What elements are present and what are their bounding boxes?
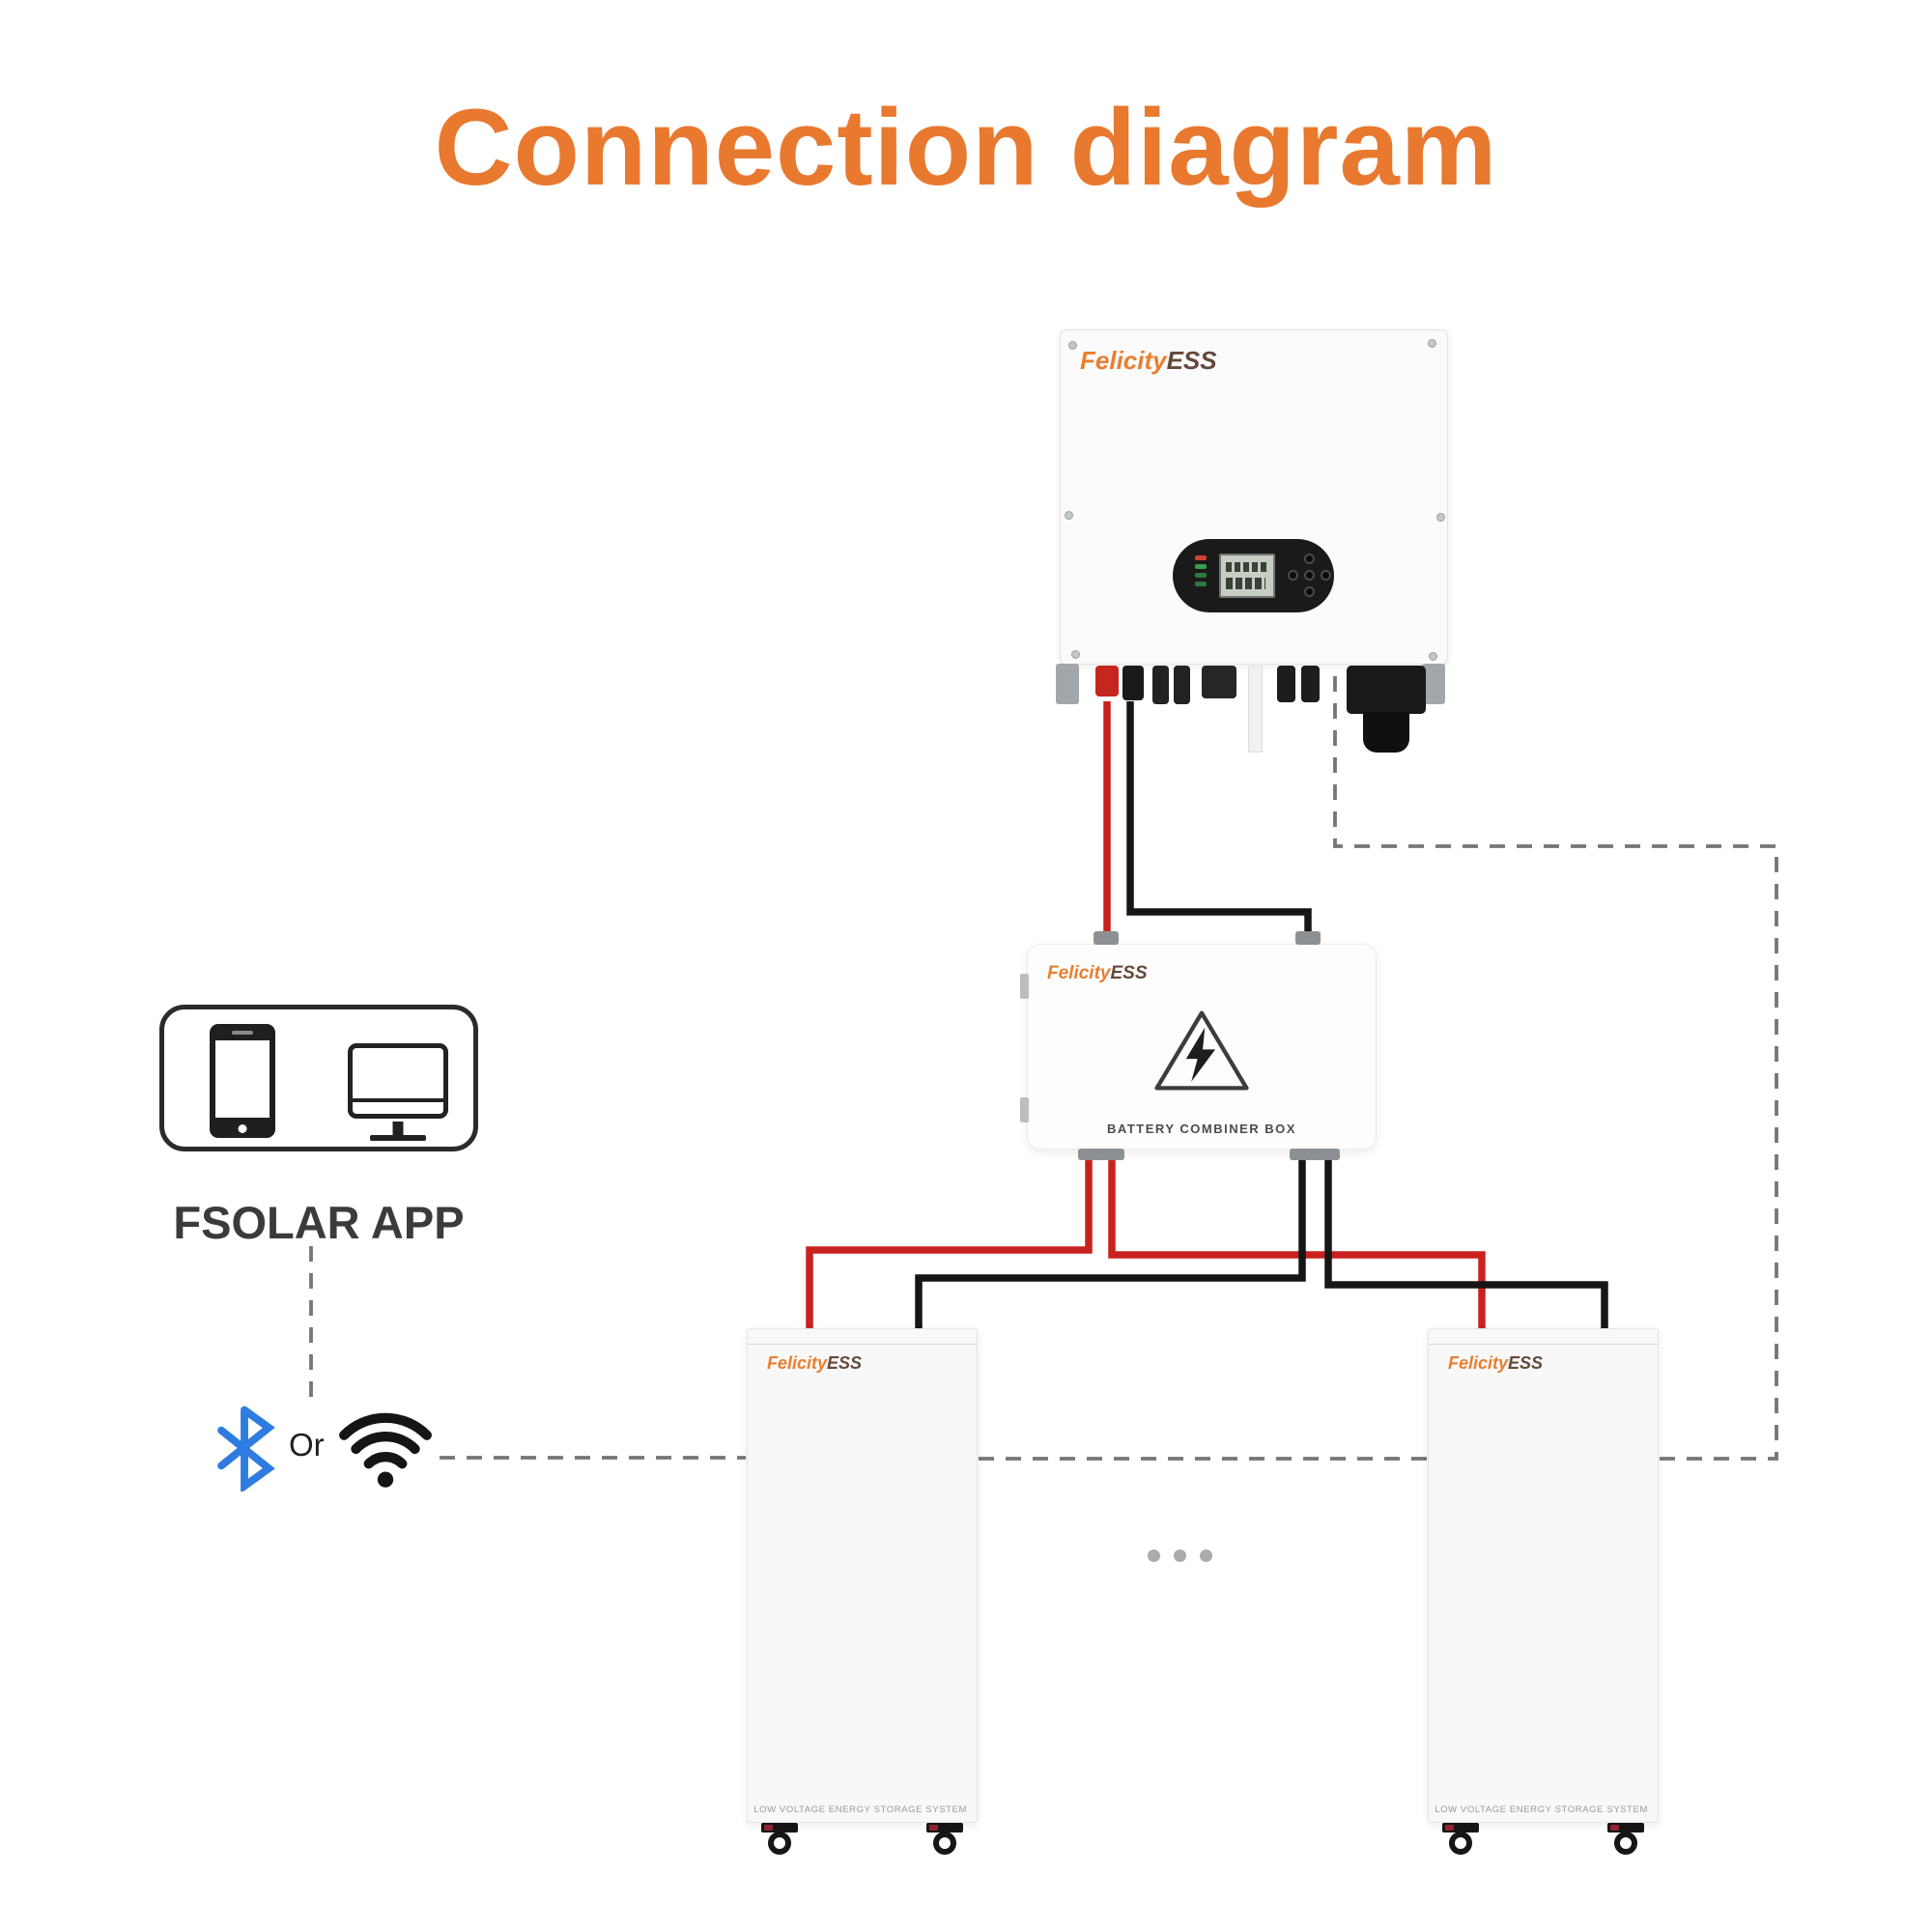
battery-unit-left: FelicityESS LOW VOLTAGE ENERGY STORAGE S… <box>747 1328 978 1855</box>
cable-black-inverter-to-combiner <box>1126 701 1312 949</box>
fsolar-app-box <box>159 1005 478 1151</box>
lcd-screen <box>1219 554 1275 598</box>
mount-bracket <box>1422 664 1445 704</box>
button-enter[interactable] <box>1304 570 1315 581</box>
panel-seam <box>748 1344 977 1345</box>
ac-connector-box <box>1347 666 1426 714</box>
cable-black-combiner-to-left-battery <box>915 1148 1306 1333</box>
cable-red-combiner-to-left-battery <box>806 1148 1093 1333</box>
battery-combiner-box: FelicityESS BATTERY COMBINER BOX <box>1020 931 1377 1160</box>
screw-icon <box>1436 513 1445 522</box>
felicityess-logo: FelicityESS <box>1080 346 1217 375</box>
fsolar-app-label: FSOLAR APP <box>173 1197 465 1248</box>
smartphone-icon <box>210 1024 275 1138</box>
comm-port-box <box>1202 666 1236 698</box>
screw-icon <box>1429 652 1437 661</box>
signal-connector <box>1277 666 1295 702</box>
screw-icon <box>1071 650 1080 659</box>
button-right[interactable] <box>1321 570 1331 581</box>
caster-wheel <box>1604 1823 1648 1855</box>
felicityess-logo: FelicityESS <box>1448 1353 1544 1373</box>
pv-connector-negative <box>1122 666 1144 700</box>
battery-unit-right: FelicityESS LOW VOLTAGE ENERGY STORAGE S… <box>1428 1328 1659 1855</box>
screw-icon <box>1065 511 1073 520</box>
battery-label: LOW VOLTAGE ENERGY STORAGE SYSTEM <box>1435 1804 1648 1815</box>
monitor-icon <box>348 1043 448 1141</box>
hybrid-inverter: FelicityESS <box>1056 329 1448 753</box>
caster-wheel <box>1438 1823 1483 1855</box>
dc-connector <box>1152 666 1169 704</box>
mount-tab <box>1020 1097 1029 1122</box>
output-gland-positive <box>1078 1149 1124 1160</box>
led-status <box>1195 582 1207 586</box>
panel-seam <box>1429 1344 1658 1345</box>
input-gland-negative <box>1295 931 1321 945</box>
dc-connector <box>1174 666 1190 704</box>
led-alarm <box>1195 555 1207 560</box>
button-left[interactable] <box>1288 570 1298 581</box>
breather-tube <box>1248 666 1263 753</box>
comm-dashed-inverter-to-right-battery <box>1333 676 1778 1461</box>
wifi-icon <box>336 1407 435 1495</box>
high-voltage-warning-icon <box>1150 1005 1254 1101</box>
or-label: Or <box>289 1427 325 1463</box>
bluetooth-icon <box>209 1405 280 1496</box>
led-status <box>1195 564 1207 569</box>
signal-connector <box>1301 666 1320 702</box>
caster-wheel <box>923 1823 967 1855</box>
cable-black-combiner-to-right-battery <box>1324 1148 1608 1333</box>
combiner-label: BATTERY COMBINER BOX <box>1107 1122 1296 1136</box>
caster-wheel <box>757 1823 802 1855</box>
output-gland-negative <box>1290 1149 1340 1160</box>
input-gland-positive <box>1094 931 1119 945</box>
mount-bracket <box>1056 664 1079 704</box>
button-down[interactable] <box>1304 586 1315 597</box>
inverter-control-panel <box>1173 539 1334 612</box>
ac-cable-gland <box>1363 712 1409 753</box>
screw-icon <box>1068 341 1077 350</box>
cable-red-combiner-to-right-battery <box>1108 1148 1486 1333</box>
led-status <box>1195 573 1207 578</box>
felicityess-logo: FelicityESS <box>767 1353 863 1373</box>
page-title: Connection diagram <box>434 87 1498 208</box>
battery-label: LOW VOLTAGE ENERGY STORAGE SYSTEM <box>753 1804 967 1815</box>
more-batteries-dots <box>1148 1549 1212 1562</box>
pv-connector-positive <box>1095 666 1119 696</box>
mount-tab <box>1020 974 1029 999</box>
felicityess-logo: FelicityESS <box>1047 963 1148 983</box>
button-up[interactable] <box>1304 554 1315 564</box>
screw-icon <box>1428 339 1436 348</box>
